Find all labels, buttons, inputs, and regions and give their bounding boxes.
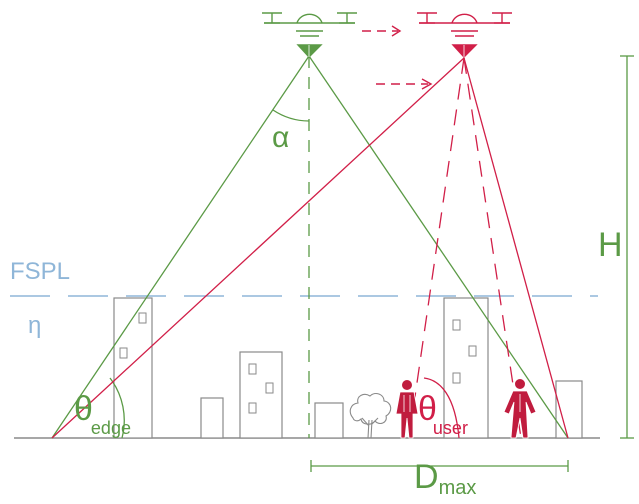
dmax-bar [310,460,569,472]
height-label: H [598,226,623,264]
theta-edge-symbol: θ [74,390,93,428]
dmax-symbol: D [414,458,439,496]
person-icon [503,379,537,439]
user-link [51,57,569,439]
height-bar [620,55,634,439]
dmax-subscript: max [439,477,477,499]
theta-edge-arc [109,377,125,439]
fspl-label: FSPL [10,258,70,285]
drone-icon [417,12,512,59]
theta-user-symbol: θ [418,390,437,428]
coverage-cone [51,55,569,439]
alpha-arc [272,109,310,122]
alpha-label: α [272,121,289,154]
theta-edge-subscript: edge [91,418,131,438]
tree-icon [349,392,392,439]
person-icon [395,380,419,439]
building-icon [200,397,224,439]
theta-user-subscript: user [433,418,468,438]
building-icon [239,351,283,439]
building-group [113,297,583,439]
drone-icon [262,12,357,59]
building-icon [314,402,344,439]
building-icon [443,297,489,439]
dmax-label: Dmax [414,458,476,499]
window-group [119,312,477,414]
movement-arrow [362,25,433,90]
eta-label: η [28,312,41,339]
theta-user-label: θuser [418,390,468,438]
theta-edge-label: θedge [74,390,131,438]
theta-user-arc [423,377,460,439]
